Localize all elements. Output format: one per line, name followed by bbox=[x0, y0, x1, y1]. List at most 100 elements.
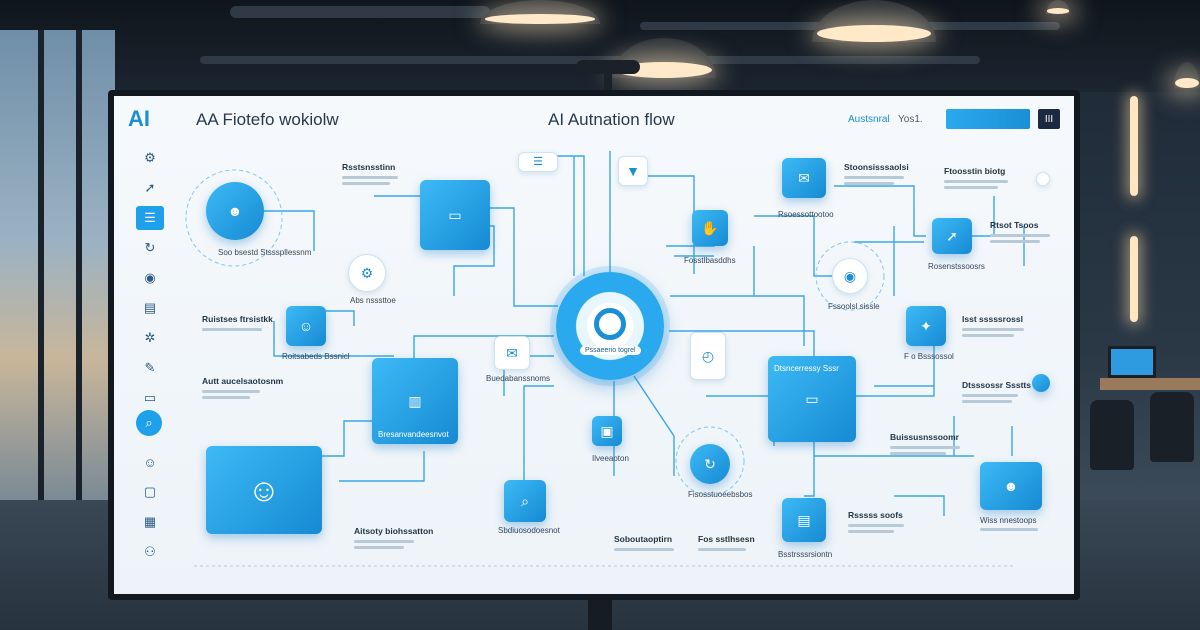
header-action-button[interactable] bbox=[946, 109, 1030, 129]
analysis-node[interactable]: ⌕ bbox=[504, 480, 546, 522]
node-title: Rsssss soofs bbox=[848, 510, 903, 520]
desk bbox=[1100, 378, 1200, 390]
orbit-ring bbox=[185, 169, 283, 267]
wall-light bbox=[1130, 236, 1138, 322]
text-line bbox=[962, 334, 1014, 337]
refresh-icon[interactable]: ↻ bbox=[144, 240, 156, 255]
book-icon: ▥ bbox=[408, 393, 422, 409]
person-node[interactable]: ☺ bbox=[286, 306, 326, 346]
chat-node[interactable]: ✉ bbox=[782, 158, 826, 198]
list-icon[interactable]: ☰ bbox=[136, 206, 164, 230]
data-node[interactable]: ▥ bbox=[372, 358, 458, 444]
node-label: Ilveeaoton bbox=[592, 454, 629, 463]
page-title: AA Fiotefo wokiolw bbox=[196, 110, 339, 129]
connector bbox=[339, 451, 425, 482]
workflow-screen: AI AA Fiotefo wokiolw AI Autnation flow … bbox=[114, 96, 1074, 594]
user-icon: ☺ bbox=[247, 472, 281, 508]
laptop-icon: ▭ bbox=[805, 391, 819, 407]
filter-node[interactable]: ▼ bbox=[618, 156, 648, 186]
node-label: Buedabanssnoms bbox=[486, 374, 551, 383]
settings-icon[interactable]: ✲ bbox=[144, 330, 156, 345]
text-line bbox=[848, 530, 894, 533]
text-line bbox=[990, 234, 1050, 237]
text-line bbox=[202, 390, 260, 393]
pendant-lamp bbox=[480, 0, 600, 24]
node-label: Wiss nnestoops bbox=[980, 516, 1037, 525]
orbit-ring bbox=[675, 426, 745, 496]
menu-icon[interactable]: III bbox=[1038, 109, 1060, 129]
analytics-node[interactable]: ➚ bbox=[932, 218, 972, 254]
node-label: F o Bsssossol bbox=[904, 352, 954, 361]
header-meta: Yos1. bbox=[898, 114, 923, 125]
window-frame bbox=[38, 30, 44, 500]
node-title: Ruistses ftrsistkk bbox=[202, 314, 273, 324]
ai-agent-node[interactable]: ☻ bbox=[206, 182, 264, 240]
node-label: Fssoolsl sissle bbox=[828, 302, 880, 311]
status-dot-icon bbox=[1032, 374, 1050, 392]
idea-node[interactable]: ✦ bbox=[906, 306, 946, 346]
text-line bbox=[698, 548, 746, 551]
automation-node[interactable]: ☻ bbox=[980, 462, 1042, 510]
gear-icon[interactable]: ⚙ bbox=[144, 150, 156, 165]
list-icon: ☰ bbox=[533, 155, 543, 168]
connector bbox=[413, 335, 554, 358]
list-node[interactable]: ☰ bbox=[518, 152, 558, 172]
app-logo: AI bbox=[128, 106, 150, 131]
text-line bbox=[962, 328, 1024, 331]
sync-node[interactable]: ↻ bbox=[690, 444, 730, 484]
text-line bbox=[354, 546, 404, 549]
user-workstation-node[interactable]: ☺ bbox=[206, 446, 322, 534]
node-label: Abs nsssttoe bbox=[350, 296, 396, 305]
terminal-node[interactable]: ▣ bbox=[592, 416, 622, 446]
browser-node[interactable]: ▭ bbox=[420, 180, 490, 250]
background-monitor bbox=[1108, 346, 1156, 378]
chart-icon[interactable]: ➚ bbox=[144, 180, 156, 195]
pendant-lamp bbox=[812, 0, 936, 42]
node-label: Dtsncerressy Sssr bbox=[774, 364, 839, 373]
window bbox=[0, 30, 115, 500]
person-icon: ☺ bbox=[298, 318, 314, 334]
tools-icon[interactable]: ✎ bbox=[144, 360, 156, 375]
hub-label: Pssaeerio togrel bbox=[580, 346, 641, 355]
report-icon: ▤ bbox=[797, 512, 811, 528]
text-line bbox=[848, 524, 904, 527]
connector bbox=[273, 321, 394, 357]
chat-icon: ✉ bbox=[798, 170, 810, 186]
touch-node[interactable]: ✋ bbox=[692, 210, 728, 246]
monitor-node[interactable]: ◉ bbox=[832, 258, 868, 294]
info-icon[interactable] bbox=[1036, 172, 1050, 186]
window-icon: ▭ bbox=[448, 207, 462, 223]
header-link[interactable]: Austsnral bbox=[848, 114, 890, 125]
node-title: Ftoosstin biotg bbox=[944, 166, 1006, 176]
target-icon[interactable]: ◉ bbox=[144, 270, 156, 285]
flow-title: AI Autnation flow bbox=[548, 110, 675, 129]
search-icon[interactable]: ⌕ bbox=[136, 410, 162, 436]
connector bbox=[834, 185, 926, 237]
doc-icon[interactable]: ▢ bbox=[143, 484, 157, 499]
users-icon[interactable]: ☺ bbox=[143, 454, 157, 470]
report-node[interactable]: ▤ bbox=[782, 498, 826, 542]
connector bbox=[264, 210, 315, 251]
hub-core-icon bbox=[594, 308, 626, 340]
robot-icon: ☻ bbox=[227, 203, 243, 219]
node-label: Bresanvandeesnvot bbox=[378, 430, 449, 439]
connector bbox=[854, 321, 935, 397]
gear-icon: ⚙ bbox=[360, 265, 374, 281]
monitor-icon[interactable]: ▭ bbox=[143, 390, 157, 405]
monitor-stand bbox=[588, 600, 612, 630]
grid-icon[interactable]: ▦ bbox=[143, 514, 157, 529]
people-icon[interactable]: ⚇ bbox=[144, 544, 156, 559]
table-icon[interactable]: ▤ bbox=[143, 300, 157, 315]
node-title: Fos sstlhsesn bbox=[698, 534, 755, 544]
text-line bbox=[342, 176, 398, 179]
device-node[interactable]: ◴ bbox=[690, 332, 726, 380]
dashboard-node[interactable]: ▭ bbox=[768, 356, 856, 442]
chat-icon: ✉ bbox=[506, 345, 518, 361]
wall-light bbox=[1130, 96, 1138, 196]
message-node[interactable]: ✉ bbox=[494, 336, 530, 370]
text-line bbox=[990, 240, 1040, 243]
node-title: Isst sssssrossl bbox=[962, 314, 1023, 324]
node-title: Soboutaoptirn bbox=[614, 534, 673, 544]
process-node[interactable]: ⚙ bbox=[348, 254, 386, 292]
chart-icon: ➚ bbox=[946, 228, 958, 244]
